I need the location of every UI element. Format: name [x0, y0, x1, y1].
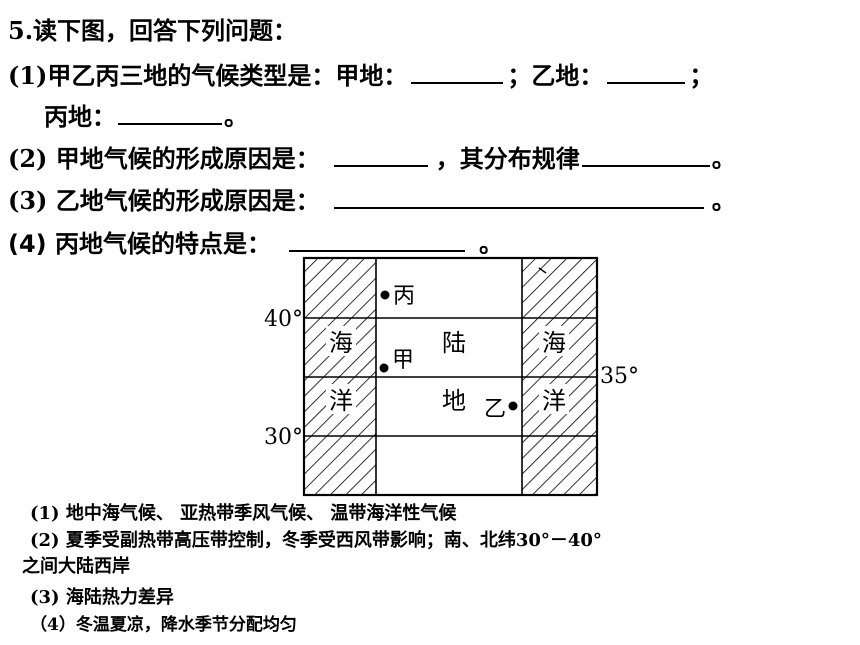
question-1-line-1: (1)甲乙丙三地的气候类型是：甲地：；乙地：； — [8, 60, 714, 90]
marker-bing-label: 丙 — [393, 284, 415, 309]
answer-blank-cause-jia — [333, 143, 428, 167]
latitude-label-35: 35° — [600, 364, 639, 389]
answer-blank-cause-yi — [333, 185, 704, 209]
latitude-label-30: 30° — [264, 425, 303, 450]
answer-blank-jia — [411, 60, 504, 84]
question-1-line-2: 丙地：。 — [44, 101, 248, 131]
answer-blank-feature-bing — [289, 228, 465, 252]
label-hai-left: 海 — [329, 329, 353, 357]
answer-4: （4）冬温夏凉，降水季节分配均匀 — [30, 615, 297, 635]
answer-2-line-2: 之间大陆西岸 — [22, 556, 130, 577]
answer-blank-distribution — [581, 143, 710, 167]
marker-yi-dot — [508, 401, 518, 411]
marker-jia-label: 甲 — [392, 348, 414, 373]
label-yang-right: 洋 — [542, 387, 566, 415]
label-di: 地 — [442, 387, 466, 415]
question-2: (2) 甲地气候的形成原因是：，其分布规律。 — [8, 143, 736, 173]
label-yang-left: 洋 — [329, 387, 353, 415]
question-title: 5.读下图，回答下列问题： — [8, 16, 298, 45]
question-4: (4) 丙地气候的特点是：。 — [8, 228, 503, 258]
latitude-label-40: 40° — [264, 307, 303, 332]
answer-blank-yi — [607, 60, 686, 84]
label-lu: 陆 — [442, 329, 466, 357]
answer-2-line-1: (2) 夏季受副热带高压带控制，冬季受西风带影响；南、北纬30°－40° — [30, 530, 602, 551]
answer-3: (3) 海陆热力差异 — [30, 587, 174, 608]
marker-yi-label: 乙 — [484, 397, 506, 422]
marker-jia-dot — [379, 363, 389, 373]
answer-blank-bing — [118, 101, 222, 125]
label-hai-right: 海 — [542, 329, 566, 357]
question-3: (3) 乙地气候的形成原因是：。 — [8, 185, 736, 215]
marker-bing-dot — [380, 290, 390, 300]
answer-1: (1) 地中海气候、 亚热带季风气候、 温带海洋性气候 — [30, 503, 457, 524]
